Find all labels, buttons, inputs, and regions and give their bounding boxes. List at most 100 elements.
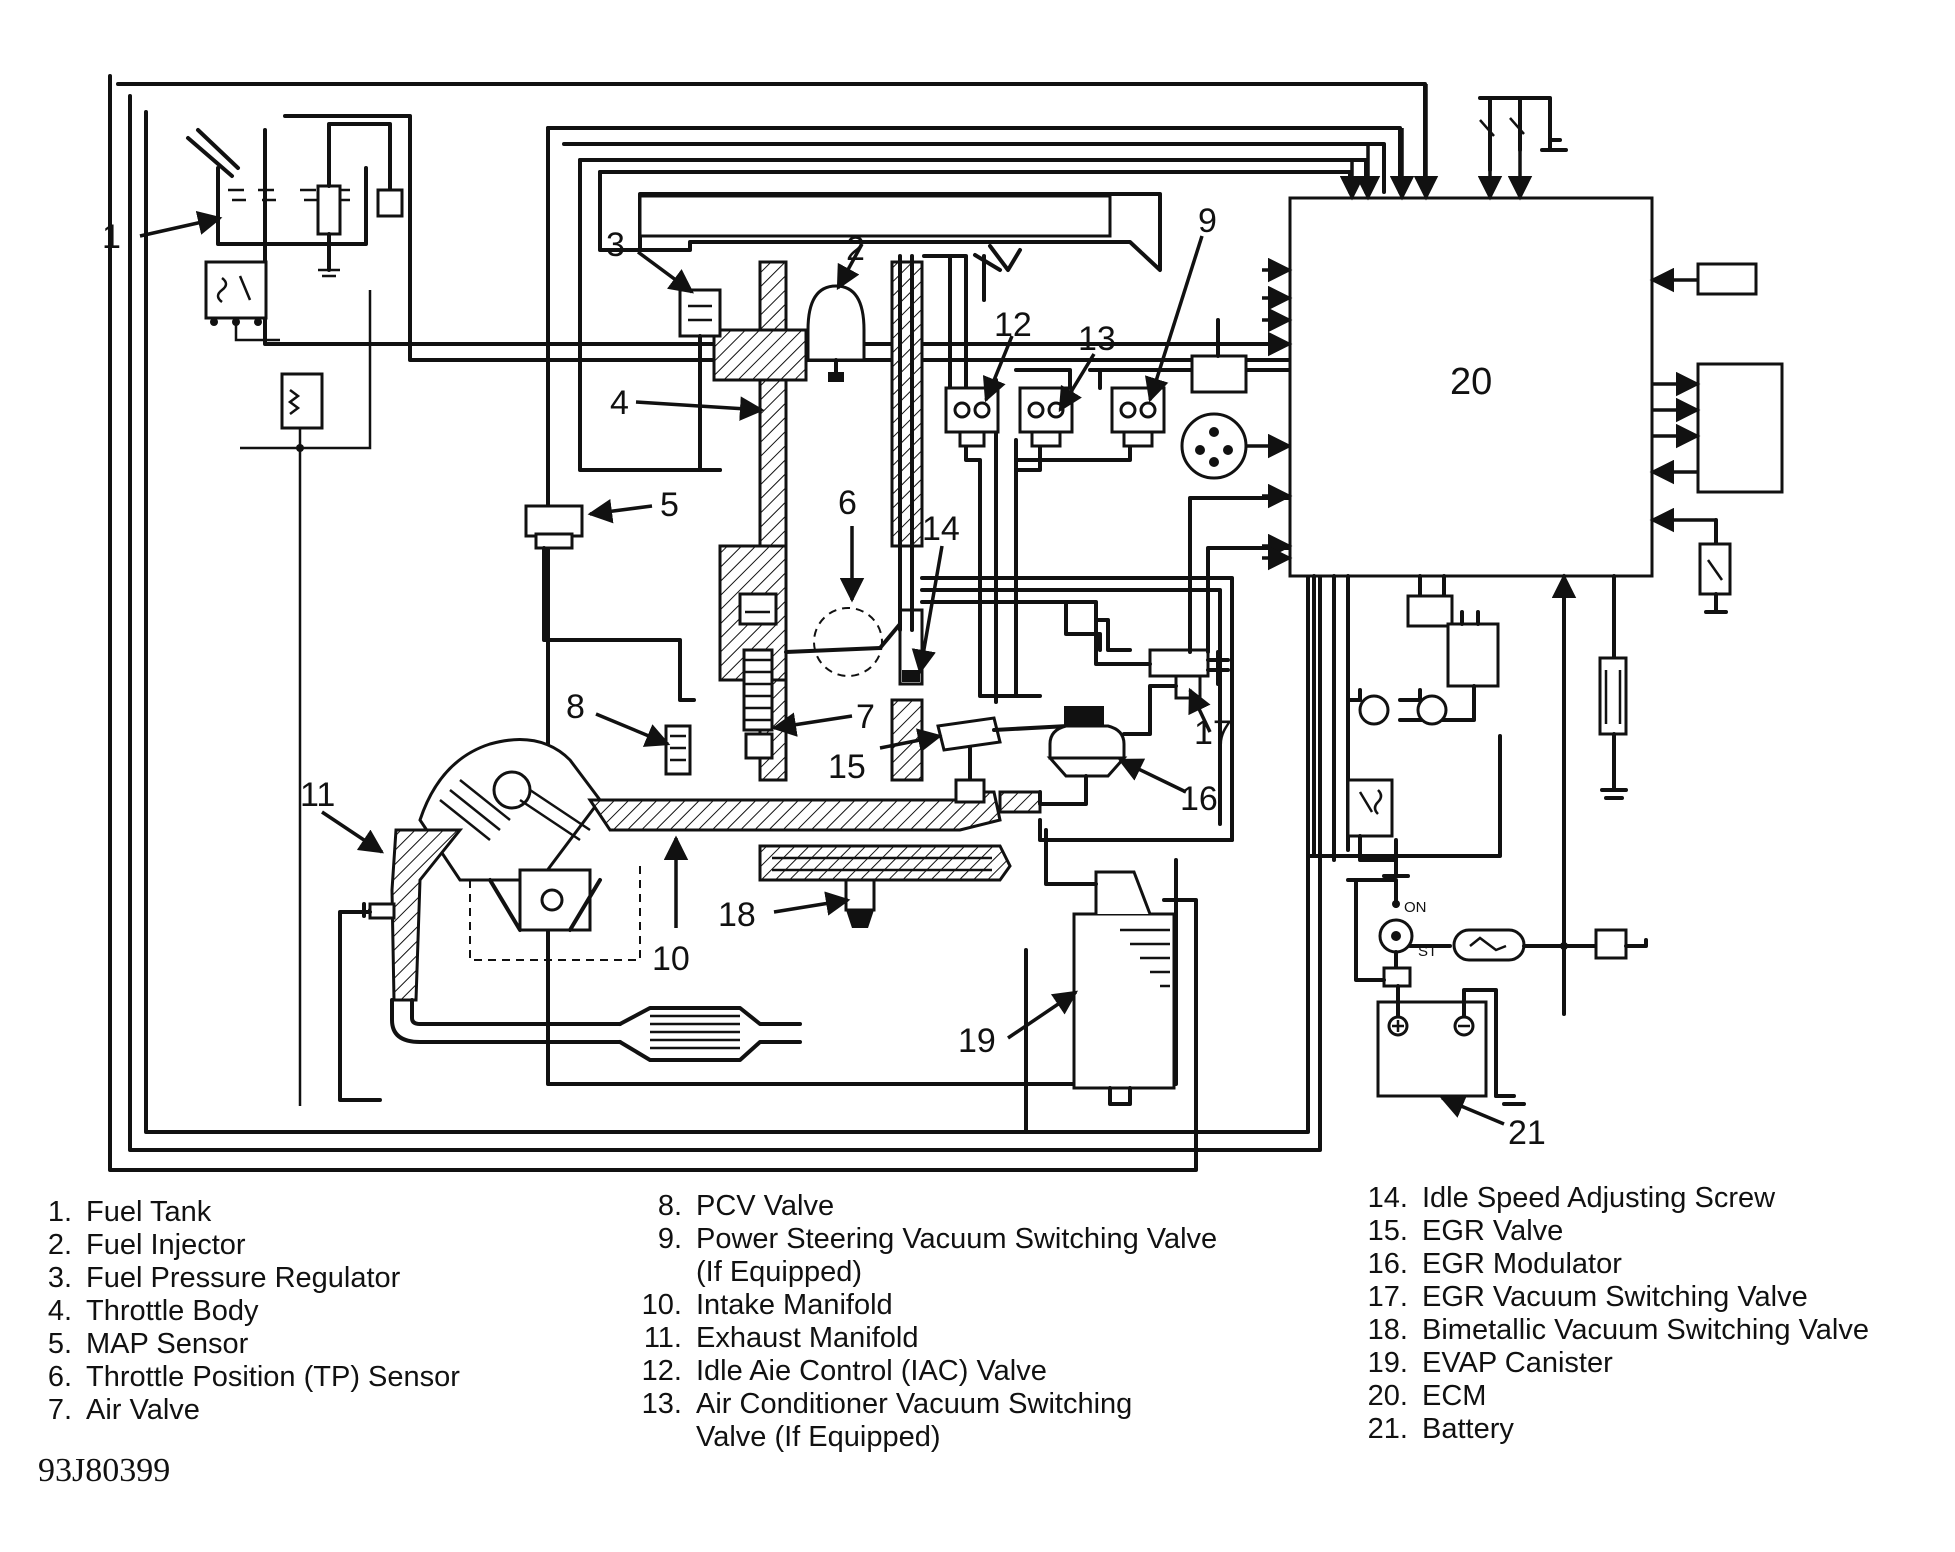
legend-item: 15.EGR Valve: [1367, 1215, 1564, 1247]
exhaust-manifold: [338, 828, 802, 1102]
bimetallic-vsv: [844, 878, 876, 928]
callout-arrow-8: [595, 712, 671, 747]
map-sensor: [524, 504, 696, 702]
legend-label: Air Valve: [86, 1394, 200, 1426]
callout-1: 1: [102, 218, 121, 256]
ecm: [1262, 84, 1654, 578]
resistor: [240, 290, 372, 1106]
legend-item: 13.Air Conditioner Vacuum Switching: [641, 1388, 1133, 1420]
evap-canister: [1044, 828, 1198, 1122]
legend-item: 11.Exhaust Manifold: [643, 1322, 919, 1354]
legend-label: EVAP Canister: [1422, 1347, 1613, 1379]
engine-cylinder-head: [418, 738, 641, 961]
legend-label: EGR Modulator: [1422, 1248, 1622, 1280]
main-relay: [1308, 734, 1502, 908]
egr-modulator: [1038, 706, 1128, 806]
callout-12: 12: [994, 306, 1032, 344]
callout-arrow-3: [636, 250, 694, 294]
legend-label: EGR Valve: [1422, 1215, 1564, 1247]
callout-16: 16: [1180, 780, 1218, 818]
legend-item: 1.Fuel Tank: [47, 1196, 212, 1228]
callout-11: 11: [300, 776, 335, 814]
legend-label: Fuel Pressure Regulator: [86, 1262, 401, 1294]
legend-label: MAP Sensor: [86, 1328, 249, 1360]
callout-arrow-11: [321, 810, 385, 854]
legend-item: 3.Fuel Pressure Regulator: [47, 1262, 401, 1294]
callout-arrow-16: [1117, 758, 1187, 794]
egr-valve: [936, 716, 1070, 804]
callout-18: 18: [718, 896, 756, 934]
legend-item: 7.Air Valve: [47, 1394, 200, 1426]
legend-label: Air Conditioner Vacuum Switching: [696, 1388, 1133, 1420]
legend-label: Idle Aie Control (IAC) Valve: [696, 1355, 1047, 1387]
ignition-switch: ON ST: [1354, 878, 1648, 988]
pcv-valve: [664, 724, 692, 776]
outer-wiring-loops: [108, 74, 1427, 1172]
legend-item: 19.EVAP Canister: [1367, 1347, 1613, 1379]
legend-label: Power Steering Vacuum Switching Valve: [696, 1223, 1218, 1255]
callout-9: 9: [1198, 202, 1217, 240]
legend-label: Fuel Tank: [86, 1196, 212, 1228]
legend-item: 2.Fuel Injector: [47, 1229, 246, 1261]
legend-column-3: 14.Idle Speed Adjusting Screw 15.EGR Val…: [1340, 1182, 1869, 1446]
legend-label: Throttle Body: [86, 1295, 259, 1327]
callout-arrow-14: [911, 545, 944, 675]
callout-15: 15: [828, 748, 866, 786]
legend-item: 20.ECM: [1367, 1380, 1487, 1412]
intake-manifold: [587, 790, 1042, 882]
callout-arrow-18: [773, 891, 851, 916]
callout-14: 14: [922, 510, 960, 548]
callout-arrow-19: [1007, 990, 1079, 1040]
legend-column-1: 1.Fuel Tank 2.Fuel Injector 3.Fuel Press…: [20, 1196, 460, 1427]
iac-valve: [944, 386, 1000, 448]
legend-label: Intake Manifold: [696, 1289, 893, 1321]
legend-item: 4.Throttle Body: [47, 1295, 259, 1327]
top-switches: [1478, 96, 1568, 172]
legend-item: 21.Battery: [1367, 1413, 1514, 1445]
callout-arrow-4: [635, 396, 765, 421]
ecm-right-devices: [1649, 262, 1784, 614]
callout-13: 13: [1078, 320, 1116, 358]
ecm-lower-wiring: [1312, 573, 1628, 1016]
switch-on-label: ON: [1404, 899, 1427, 916]
legend-item: 5.MAP Sensor: [47, 1328, 249, 1360]
callout-arrow-21: [1439, 1095, 1505, 1126]
legend-label-continued: Valve (If Equipped): [696, 1421, 941, 1453]
legend-label: Throttle Position (TP) Sensor: [86, 1361, 460, 1393]
air-duct: [598, 170, 1162, 272]
legend-label: PCV Valve: [696, 1190, 835, 1222]
legend-column-2: 8.PCV Valve 9.Power Steering Vacuum Swit…: [630, 1190, 1218, 1454]
callout-4: 4: [610, 384, 629, 422]
throttle-body: [718, 260, 924, 782]
sensor-box: [1190, 354, 1248, 394]
legend-item: 16.EGR Modulator: [1367, 1248, 1622, 1280]
callout-3: 3: [606, 226, 625, 264]
legend-item: 8.PCV Valve: [657, 1190, 835, 1222]
legend-item: 12.Idle Aie Control (IAC) Valve: [641, 1355, 1047, 1387]
battery: [1376, 984, 1526, 1106]
callout-8: 8: [566, 688, 585, 726]
ps-vsv: [1088, 368, 1292, 448]
tp-sensor: [784, 607, 902, 677]
legend-label-continued: (If Equipped): [696, 1256, 863, 1288]
fuel-pressure-regulator: [678, 288, 722, 472]
legend-label: EGR Vacuum Switching Valve: [1422, 1281, 1808, 1313]
callout-21: 21: [1508, 1114, 1546, 1152]
fuel-pump-relay: [204, 260, 280, 342]
callout-arrow-7: [771, 712, 853, 737]
ac-vsv: [1014, 368, 1074, 448]
callout-20: 20: [1450, 361, 1492, 403]
callout-17: 17: [1194, 714, 1232, 752]
callout-7: 7: [856, 698, 875, 736]
callout-arrow-1: [139, 210, 223, 238]
legend-item: 18.Bimetallic Vacuum Switching Valve: [1367, 1314, 1869, 1346]
legend-item: 9.Power Steering Vacuum Switching Valve: [657, 1223, 1218, 1255]
callout-19: 19: [958, 1022, 996, 1060]
callout-arrow-15: [879, 728, 943, 753]
legend-label: Idle Speed Adjusting Screw: [1422, 1182, 1776, 1214]
callout-arrow-13: [1058, 353, 1096, 413]
legend-item: 17.EGR Vacuum Switching Valve: [1367, 1281, 1808, 1313]
legend-item: 10.Intake Manifold: [641, 1289, 893, 1321]
distributor: [1180, 412, 1293, 480]
